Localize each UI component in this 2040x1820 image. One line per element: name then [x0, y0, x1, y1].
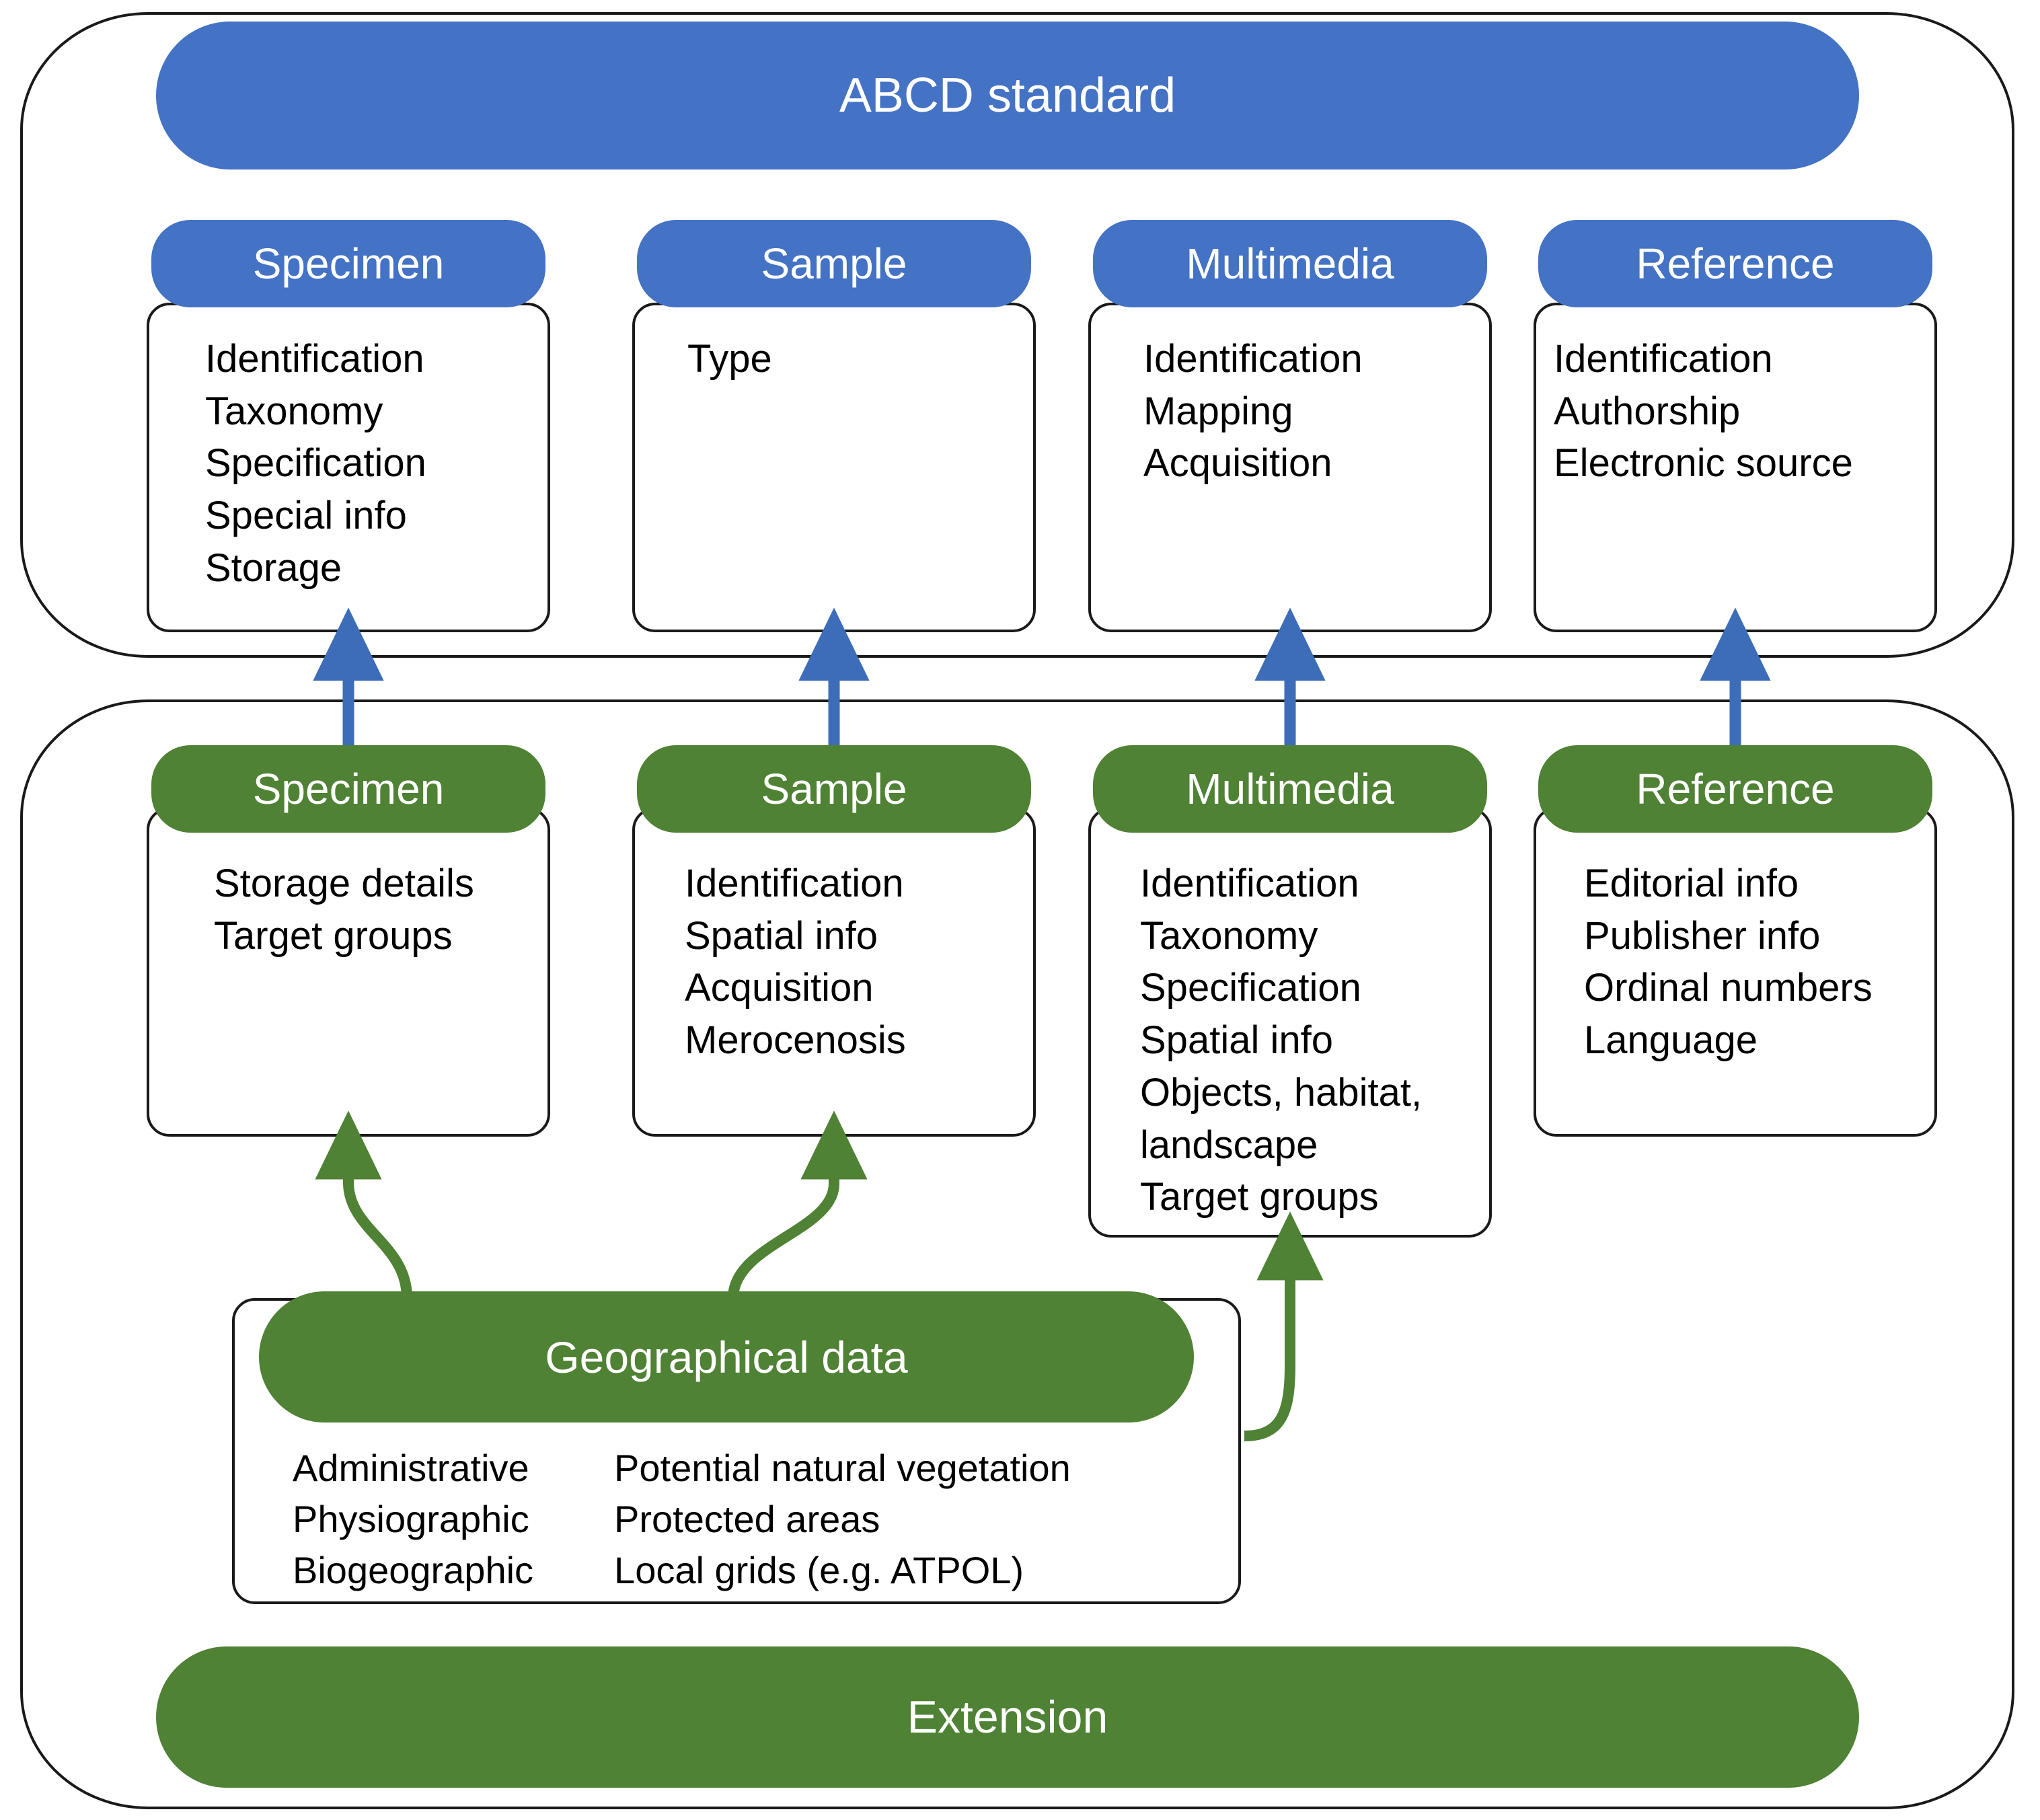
list-item: Editorial info — [1584, 862, 1799, 905]
list-item: Publisher info — [1584, 913, 1821, 958]
geographical-data-body: Administrative Physiographic Biogeograph… — [293, 1443, 1071, 1596]
list-item: Specification — [205, 441, 426, 486]
list-item: Identification — [1554, 337, 1773, 381]
list-item: Biogeographic — [293, 1549, 534, 1592]
list-item: Physiographic — [293, 1498, 529, 1541]
abcd-card-specimen-body: Identification Taxonomy Specification Sp… — [205, 333, 555, 595]
abcd-card-sample-header: Sample — [637, 220, 1031, 307]
list-item: Acquisition — [685, 966, 874, 1010]
extension-title: Extension — [156, 1646, 1859, 1788]
geographical-column-right: Potential natural vegetation Protected a… — [614, 1443, 1071, 1596]
list-item: Local grids (e.g. ATPOL) — [614, 1549, 1024, 1592]
list-item: Electronic source — [1554, 441, 1853, 486]
list-item: Identification — [685, 862, 904, 905]
abcd-card-reference[interactable] — [1534, 303, 1937, 632]
list-item: Merocenosis — [685, 1018, 906, 1063]
list-item: Authorship — [1554, 389, 1741, 433]
abcd-card-specimen[interactable] — [147, 303, 550, 632]
abcd-card-multimedia[interactable] — [1088, 303, 1492, 632]
extension-card-reference-body: Editorial info Publisher info Ordinal nu… — [1584, 858, 1961, 1067]
extension-card-multimedia-header: Multimedia — [1093, 745, 1487, 833]
list-item: Protected areas — [614, 1498, 880, 1541]
list-item: Potential natural vegetation — [614, 1447, 1071, 1489]
list-item: Ordinal numbers — [1584, 966, 1873, 1010]
abcd-card-multimedia-body: Identification Mapping Acquisition — [1143, 333, 1493, 490]
extension-card-sample-body: Identification Spatial info Acquisition … — [685, 858, 1034, 1067]
extension-card-specimen-header: Specimen — [151, 745, 545, 833]
abcd-card-sample-body: Type — [687, 333, 1037, 385]
list-item: Taxonomy — [205, 389, 383, 433]
abcd-card-multimedia-header: Multimedia — [1093, 220, 1487, 307]
list-item: Specification — [1140, 966, 1361, 1010]
list-item: Target groups — [1140, 1175, 1379, 1219]
list-item: Target groups — [214, 913, 453, 958]
extension-card-sample-header: Sample — [637, 745, 1031, 833]
list-item: Identification — [205, 337, 424, 381]
list-item: Objects, habitat, — [1140, 1070, 1423, 1114]
extension-card-multimedia-body: Identification Taxonomy Specification Sp… — [1140, 858, 1503, 1223]
list-item: Taxonomy — [1140, 913, 1318, 958]
list-item: Storage details — [214, 862, 474, 905]
list-item: Identification — [1140, 862, 1359, 905]
list-item: Acquisition — [1143, 441, 1332, 486]
geographical-column-left: Administrative Physiographic Biogeograph… — [293, 1443, 533, 1596]
list-item: Identification — [1143, 337, 1363, 381]
extension-card-reference-header: Reference — [1538, 745, 1932, 833]
abcd-card-reference-header: Reference — [1538, 220, 1932, 307]
extension-card-specimen-body: Storage details Target groups — [214, 858, 564, 962]
extension-card-specimen[interactable] — [147, 807, 550, 1137]
list-item: Spatial info — [1140, 1018, 1333, 1063]
abcd-standard-title: ABCD standard — [156, 22, 1859, 169]
list-item: landscape — [1140, 1123, 1318, 1167]
extension-card-sample[interactable] — [632, 807, 1036, 1137]
list-item: Language — [1584, 1018, 1758, 1063]
abcd-card-specimen-header: Specimen — [151, 220, 545, 307]
list-item: Administrative — [293, 1447, 529, 1489]
abcd-card-reference-body: Identification Authorship Electronic sou… — [1554, 333, 1930, 490]
list-item: Storage — [205, 545, 342, 590]
list-item: Mapping — [1143, 389, 1293, 433]
list-item: Type — [687, 337, 772, 381]
geographical-data-header: Geographical data — [259, 1291, 1194, 1423]
list-item: Spatial info — [685, 913, 878, 958]
list-item: Special info — [205, 494, 407, 538]
